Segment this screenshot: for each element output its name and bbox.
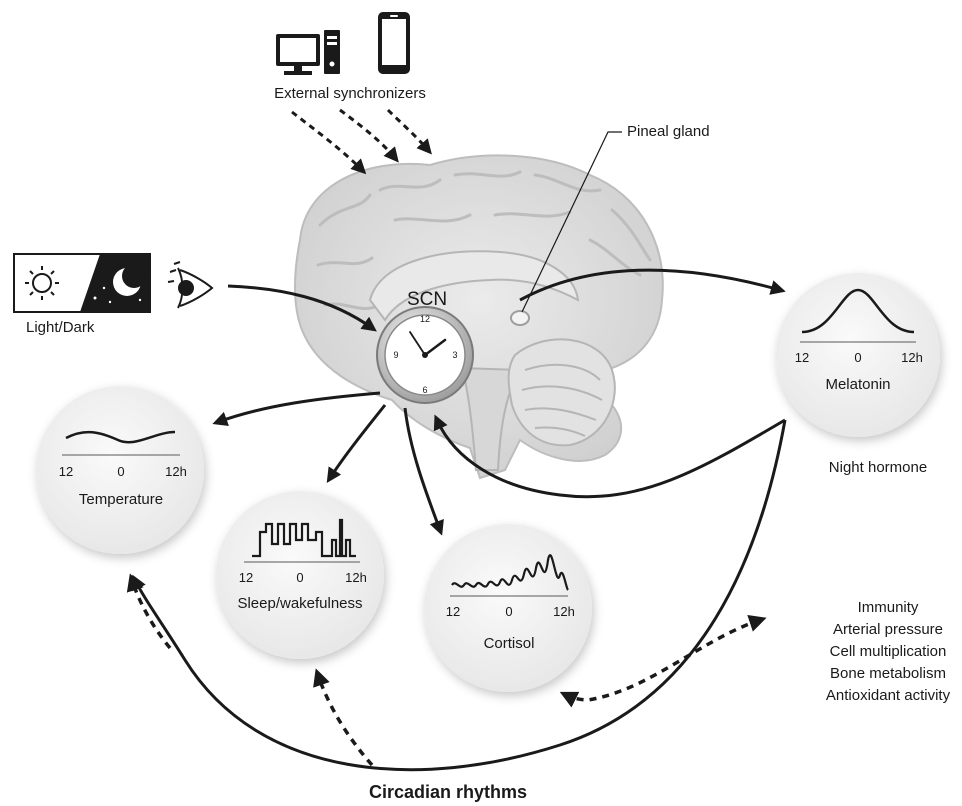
smartphone-icon — [378, 12, 410, 74]
sleep-tick-start: 12 — [239, 570, 253, 585]
sleep-hypnogram — [252, 518, 356, 558]
clock-icon: 12 3 6 9 — [376, 306, 474, 404]
sleep-wakefulness-panel: 12 0 12h Sleep/wakefulness — [216, 491, 384, 659]
sun-icon — [25, 266, 59, 300]
effect-item: Immunity — [858, 599, 919, 616]
temperature-curve — [65, 430, 176, 444]
temperature-tick-end: 12h — [165, 464, 187, 479]
melatonin-tick-start: 12 — [795, 350, 809, 365]
melatonin-panel: 12 0 12h Melatonin — [776, 273, 940, 437]
pineal-gland-label: Pineal gland — [627, 123, 710, 140]
clock-numeral-6: 6 — [422, 385, 427, 395]
light-dark-label: Light/Dark — [26, 319, 95, 336]
cortisol-curve — [451, 554, 569, 591]
temperature-title: Temperature — [79, 491, 163, 508]
clock-numeral-3: 3 — [452, 350, 457, 360]
effects-list: Immunity Arterial pressure Cell multipli… — [826, 599, 951, 704]
effect-item: Antioxidant activity — [826, 687, 951, 704]
melatonin-title: Melatonin — [825, 376, 890, 393]
night-hormone-label: Night hormone — [829, 459, 927, 476]
eye-icon — [167, 261, 214, 309]
dashed-feedback-arrows — [126, 573, 767, 767]
light-input-arrow — [227, 284, 377, 332]
sleep-tick-mid: 0 — [296, 570, 303, 585]
effect-item: Arterial pressure — [833, 621, 943, 638]
clock-numeral-9: 9 — [393, 350, 398, 360]
temperature-panel: 12 0 12h Temperature — [36, 386, 204, 554]
melatonin-tick-end: 12h — [901, 350, 923, 365]
desktop-computer-icon — [276, 30, 340, 75]
effect-item: Cell multiplication — [830, 643, 947, 660]
cortisol-tick-end: 12h — [553, 604, 575, 619]
sleep-tick-end: 12h — [345, 570, 367, 585]
temperature-tick-mid: 0 — [117, 464, 124, 479]
brain-illustration — [294, 154, 664, 480]
melatonin-tick-mid: 0 — [854, 350, 861, 365]
synchronizer-arrows — [291, 108, 432, 175]
sleep-title: Sleep/wakefulness — [237, 595, 362, 612]
scn-output-arrows — [212, 268, 786, 536]
cortisol-tick-start: 12 — [446, 604, 460, 619]
external-synchronizers-label: External synchronizers — [274, 85, 426, 102]
clock-numeral-12: 12 — [420, 314, 430, 324]
melatonin-curve — [801, 288, 915, 334]
cortisol-tick-mid: 0 — [505, 604, 512, 619]
circadian-rhythms-title: Circadian rhythms — [369, 782, 527, 802]
circadian-loop — [132, 419, 787, 772]
effect-item: Bone metabolism — [830, 665, 946, 682]
pineal-leader-line — [521, 131, 622, 313]
cortisol-panel: 12 0 12h Cortisol — [424, 524, 592, 692]
light-dark-icon — [13, 253, 151, 313]
scn-label: SCN — [407, 289, 447, 310]
moon-icon — [93, 264, 146, 304]
cortisol-title: Cortisol — [484, 635, 535, 652]
temperature-tick-start: 12 — [59, 464, 73, 479]
pineal-gland — [510, 310, 530, 326]
